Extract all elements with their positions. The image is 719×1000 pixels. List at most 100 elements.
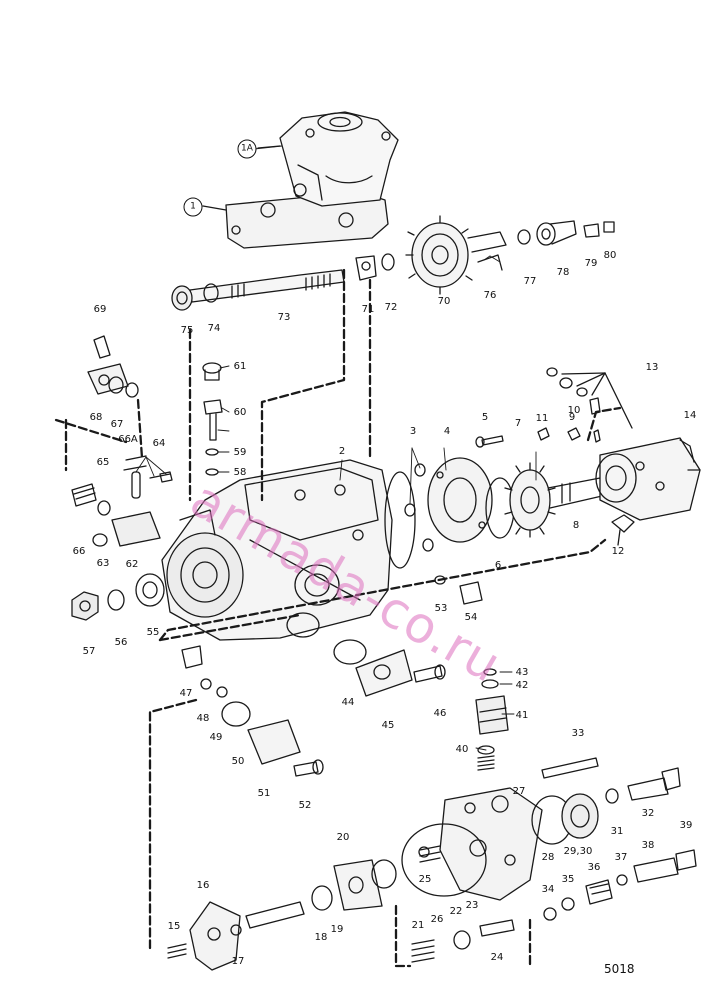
callout-29-30: 29,30 xyxy=(563,846,593,857)
drive-shaft-part xyxy=(171,253,395,311)
callout-58: 58 xyxy=(233,467,247,478)
leader-lines xyxy=(135,145,537,751)
callout-1: 1 xyxy=(183,197,203,217)
callout-52: 52 xyxy=(298,800,312,811)
callout-1A: 1A xyxy=(237,139,257,159)
callout-76: 76 xyxy=(483,290,497,301)
callout-17: 17 xyxy=(231,956,245,967)
advance-mechanism-part xyxy=(167,859,515,971)
callout-50: 50 xyxy=(231,756,245,767)
callout-48: 48 xyxy=(196,713,210,724)
callout-11: 11 xyxy=(535,413,549,424)
governor-housing-part xyxy=(202,111,399,249)
callout-77: 77 xyxy=(523,276,537,287)
callout-41: 41 xyxy=(515,710,529,721)
callout-72: 72 xyxy=(384,302,398,313)
callout-32: 32 xyxy=(641,808,655,819)
callout-2: 2 xyxy=(338,446,346,457)
callout-23: 23 xyxy=(465,900,479,911)
stop-lever-part xyxy=(181,645,324,777)
callout-24: 24 xyxy=(490,952,504,963)
callout-64: 64 xyxy=(152,438,166,449)
callout-66A: 66A xyxy=(118,434,138,445)
callout-3: 3 xyxy=(409,426,417,437)
callout-71: 71 xyxy=(361,304,375,315)
sprocket-part xyxy=(504,462,603,538)
callout-65: 65 xyxy=(96,457,110,468)
callout-9: 9 xyxy=(568,412,576,423)
callout-57: 57 xyxy=(82,646,96,657)
callout-16: 16 xyxy=(196,880,210,891)
callout-14: 14 xyxy=(683,410,697,421)
callout-39: 39 xyxy=(679,820,693,831)
callout-79: 79 xyxy=(584,258,598,269)
callout-53: 53 xyxy=(434,603,448,614)
callout-34: 34 xyxy=(541,884,555,895)
callout-74: 74 xyxy=(207,323,221,334)
callout-55: 55 xyxy=(146,627,160,638)
callout-75: 75 xyxy=(180,325,194,336)
callout-47: 47 xyxy=(179,688,193,699)
cam-ring-part xyxy=(404,457,515,552)
callout-70: 70 xyxy=(437,296,451,307)
drive-housing-part xyxy=(595,437,701,546)
assembly-guide-lines xyxy=(54,268,622,968)
callout-20: 20 xyxy=(336,832,350,843)
callout-67: 67 xyxy=(110,419,124,430)
callout-62: 62 xyxy=(125,559,139,570)
callout-42: 42 xyxy=(515,680,529,691)
callout-43: 43 xyxy=(515,667,529,678)
callout-78: 78 xyxy=(556,267,570,278)
callout-27: 27 xyxy=(512,786,526,797)
callout-15: 15 xyxy=(167,921,181,932)
small-fasteners-part xyxy=(475,367,633,448)
callout-28: 28 xyxy=(541,852,555,863)
callout-69: 69 xyxy=(93,304,107,315)
callout-19: 19 xyxy=(330,924,344,935)
cover-plate-part xyxy=(333,575,483,697)
callout-4: 4 xyxy=(443,426,451,437)
pressure-valve-part xyxy=(543,849,697,921)
callout-21: 21 xyxy=(411,920,425,931)
callout-51: 51 xyxy=(257,788,271,799)
callout-5: 5 xyxy=(481,412,489,423)
plunger-assembly-part xyxy=(71,335,173,547)
hydraulic-head-part xyxy=(401,757,681,901)
callout-45: 45 xyxy=(381,720,395,731)
pump-body-part xyxy=(161,459,416,641)
callout-46: 46 xyxy=(433,708,447,719)
callout-6: 6 xyxy=(494,560,502,571)
callout-33: 33 xyxy=(571,728,585,739)
callout-80: 80 xyxy=(603,250,617,261)
callout-35: 35 xyxy=(561,874,575,885)
callout-49: 49 xyxy=(209,732,223,743)
callout-73: 73 xyxy=(277,312,291,323)
callout-7: 7 xyxy=(514,418,522,429)
valve-part xyxy=(202,362,223,476)
solenoid-valve-part xyxy=(475,668,509,771)
callout-18: 18 xyxy=(314,932,328,943)
callout-8: 8 xyxy=(572,520,580,531)
callout-25: 25 xyxy=(418,874,432,885)
end-cap-part xyxy=(71,573,165,621)
callout-59: 59 xyxy=(233,447,247,458)
callout-10: 10 xyxy=(567,405,581,416)
callout-22: 22 xyxy=(449,906,463,917)
callout-56: 56 xyxy=(114,637,128,648)
figure-number: 5018 xyxy=(604,962,635,976)
callout-40: 40 xyxy=(455,744,469,755)
callout-60: 60 xyxy=(233,407,247,418)
callout-26: 26 xyxy=(430,914,444,925)
callout-37: 37 xyxy=(614,852,628,863)
callout-31: 31 xyxy=(610,826,624,837)
callout-61: 61 xyxy=(233,361,247,372)
callout-68: 68 xyxy=(89,412,103,423)
callout-44: 44 xyxy=(341,697,355,708)
callout-66: 66 xyxy=(72,546,86,557)
callout-12: 12 xyxy=(611,546,625,557)
callout-38: 38 xyxy=(641,840,655,851)
callout-36: 36 xyxy=(587,862,601,873)
callout-63: 63 xyxy=(96,558,110,569)
callout-54: 54 xyxy=(464,612,478,623)
